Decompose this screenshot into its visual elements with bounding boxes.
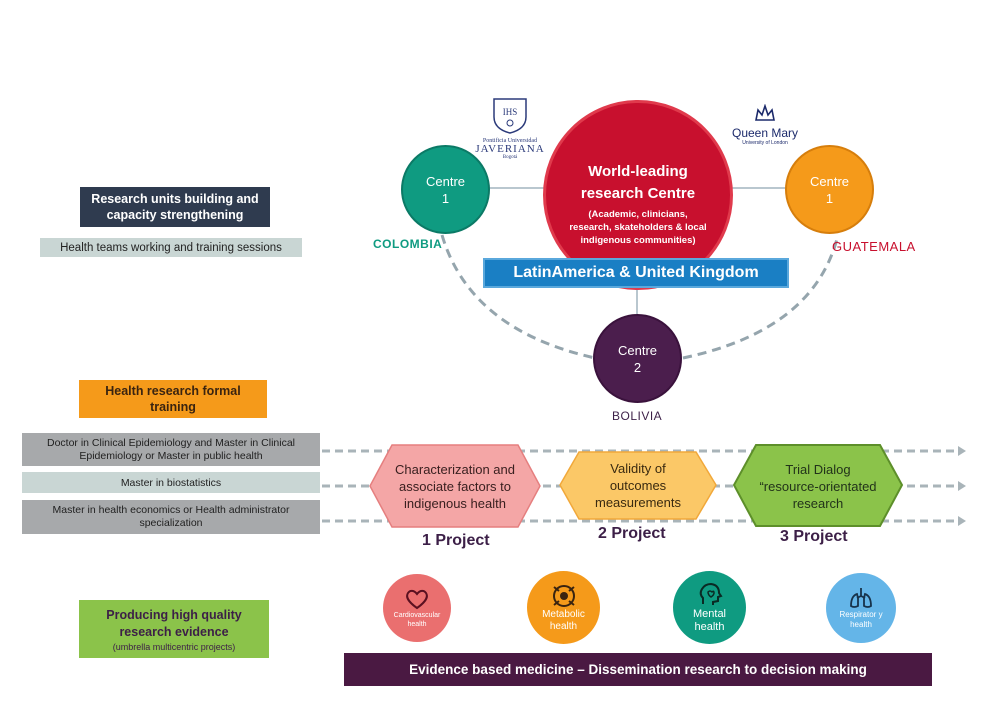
centre-colombia-num: 1 bbox=[441, 190, 450, 206]
research-units-text: Research units building and capacity str… bbox=[91, 192, 259, 222]
brain-icon bbox=[699, 582, 723, 605]
centre-guatemala-num: 1 bbox=[825, 190, 834, 206]
metabolic-label: Metabolic health bbox=[542, 608, 585, 632]
lungs-icon bbox=[850, 588, 872, 608]
health-cardiovascular: Cardiovascular health bbox=[383, 574, 451, 642]
main-centre-sub: (Academic, clinicians, research, skateho… bbox=[569, 209, 707, 246]
evidence-box: Producing high quality research evidence… bbox=[79, 600, 269, 658]
centre-guatemala-label: Centre bbox=[809, 173, 850, 189]
health-respiratory: Respirator y health bbox=[826, 573, 896, 643]
program-biostatistics-text: Master in biostatistics bbox=[120, 476, 222, 489]
program-health-economics: Master in health economics or Health adm… bbox=[22, 500, 320, 534]
research-units-box: Research units building and capacity str… bbox=[80, 187, 270, 227]
svg-text:IHS: IHS bbox=[503, 107, 518, 117]
program-clinical-epi: Doctor in Clinical Epidemiology and Mast… bbox=[22, 433, 320, 466]
evidence-subtitle: (umbrella multicentric projects) bbox=[112, 641, 236, 652]
latam-uk-banner: LatinAmerica & United Kingdom bbox=[483, 258, 789, 288]
formal-training-box: Health research formal training bbox=[79, 380, 267, 418]
metabolic-icon bbox=[552, 584, 575, 607]
project-1-text: Characterization and associate factors t… bbox=[395, 461, 515, 511]
centre-bolivia-label: Centre bbox=[617, 342, 658, 358]
arc-left bbox=[440, 234, 596, 360]
mental-label: Mental health bbox=[692, 607, 727, 633]
javeriana-logo: IHS Pontificia Universidad JAVERIANA Bog… bbox=[470, 95, 550, 160]
javeriana-small-text: Pontificia Universidad bbox=[482, 138, 538, 144]
health-teams-text: Health teams working and training sessio… bbox=[60, 241, 282, 254]
javeriana-crest-icon: IHS bbox=[493, 98, 527, 134]
project-3-hexagon bbox=[732, 444, 904, 527]
label-colombia: COLOMBIA bbox=[373, 237, 443, 251]
queen-mary-name: Queen Mary bbox=[731, 126, 799, 140]
health-metabolic: Metabolic health bbox=[527, 571, 600, 644]
crown-icon bbox=[755, 103, 775, 121]
centre-colombia: Centre 1 bbox=[401, 145, 490, 234]
label-guatemala: GUATEMALA bbox=[832, 239, 916, 254]
respiratory-label: Respirator y health bbox=[839, 610, 883, 629]
formal-training-text: Health research formal training bbox=[105, 384, 241, 414]
heart-icon bbox=[406, 589, 428, 609]
project-2-label: 2 Project bbox=[598, 525, 666, 542]
evidence-medicine-banner: Evidence based medicine – Dissemination … bbox=[344, 653, 932, 686]
javeriana-name: JAVERIANA bbox=[475, 143, 545, 155]
project-1-hexagon bbox=[369, 444, 541, 528]
queen-mary-sub: University of London bbox=[742, 140, 788, 146]
project-3-text: Trial Dialog “resource-orientated resear… bbox=[759, 461, 877, 511]
cardiovascular-label: Cardiovascular health bbox=[393, 611, 441, 628]
project-3-label: 3 Project bbox=[780, 528, 848, 545]
project-1-label: 1 Project bbox=[422, 532, 490, 549]
evidence-title: Producing high quality research evidence bbox=[106, 607, 242, 639]
centre-bolivia-num: 2 bbox=[633, 359, 642, 375]
program-clinical-epi-text: Doctor in Clinical Epidemiology and Mast… bbox=[46, 436, 296, 462]
javeriana-city: Bogotá bbox=[502, 155, 518, 160]
centre-guatemala: Centre 1 bbox=[785, 145, 874, 234]
centre-colombia-label: Centre bbox=[425, 173, 466, 189]
centre-bolivia: Centre 2 bbox=[593, 314, 682, 403]
health-mental: Mental health bbox=[673, 571, 746, 644]
main-centre-title: World-leading research Centre bbox=[580, 163, 696, 202]
label-bolivia: BOLIVIA bbox=[612, 409, 663, 423]
program-health-economics-text: Master in health economics or Health adm… bbox=[52, 504, 290, 529]
queen-mary-logo: Queen Mary University of London bbox=[725, 103, 805, 146]
program-biostatistics: Master in biostatistics bbox=[22, 472, 320, 493]
evidence-medicine-text: Evidence based medicine – Dissemination … bbox=[409, 662, 867, 677]
project-2-text: Validity of outcomes measurements bbox=[595, 460, 681, 510]
project-2-hexagon bbox=[559, 451, 717, 520]
health-teams-box: Health teams working and training sessio… bbox=[40, 238, 302, 257]
latam-uk-text: LatinAmerica & United Kingdom bbox=[513, 264, 759, 281]
arc-right bbox=[682, 234, 840, 360]
